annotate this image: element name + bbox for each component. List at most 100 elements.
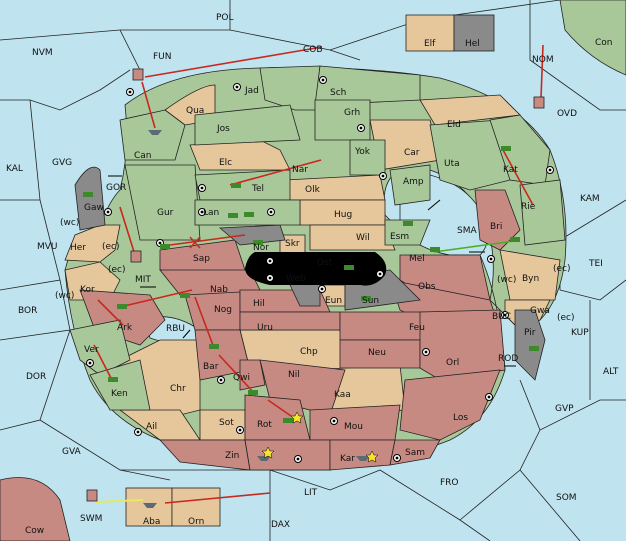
- region-tel[interactable]: [194, 169, 291, 201]
- retreat-markers: [86, 68, 545, 502]
- label-pol: POL: [216, 13, 234, 23]
- label-uta: Uta: [444, 159, 460, 169]
- black-lake: [245, 252, 387, 286]
- canal-arrows: [108, 175, 516, 367]
- label-elc: Elc: [219, 158, 232, 168]
- label-eld: Eld: [447, 120, 461, 130]
- label-zin: Zin: [225, 451, 239, 461]
- region-sam[interactable]: [389, 439, 441, 466]
- label-gwa: Gwa: [530, 306, 550, 316]
- region-jad[interactable]: [259, 65, 321, 111]
- label-hug: Hug: [334, 210, 352, 220]
- label-her-ec: (ec): [102, 242, 120, 252]
- label-sam: Sam: [405, 448, 425, 458]
- label-nvm: NVM: [32, 48, 53, 58]
- label-chp: Chp: [300, 347, 318, 357]
- label-orn: Orn: [188, 517, 204, 527]
- label-esm: Esm: [390, 232, 409, 242]
- label-orl: Orl: [446, 358, 459, 368]
- region-los[interactable]: [399, 369, 501, 441]
- label-mit: MIT: [135, 275, 151, 285]
- label-nil: Nil: [288, 370, 300, 380]
- label-ver: Ver: [84, 345, 99, 355]
- label-lit: LIT: [304, 488, 318, 498]
- label-sma: SMA: [457, 226, 477, 236]
- region-amp[interactable]: [389, 164, 431, 206]
- label-rod: ROD: [498, 354, 518, 364]
- label-feu: Feu: [409, 323, 425, 333]
- label-con: Con: [595, 38, 613, 48]
- label-mou: Mou: [344, 422, 363, 432]
- label-kaa: Kaa: [334, 390, 351, 400]
- region-pir[interactable]: [514, 309, 546, 381]
- region-gray-nor: [218, 224, 286, 246]
- region-rie[interactable]: [519, 179, 566, 246]
- label-kor-ec: (ec): [108, 265, 126, 275]
- label-obs: Obs: [418, 282, 436, 292]
- armies[interactable]: [83, 146, 539, 423]
- label-rot: Rot: [257, 420, 272, 430]
- fleets[interactable]: [143, 130, 370, 508]
- label-amp: Amp: [403, 177, 424, 187]
- label-her: Her: [70, 243, 86, 253]
- label-tei: TEI: [588, 259, 603, 269]
- label-alt: ALT: [603, 367, 619, 377]
- sea-labels: POL NVM FUN COB NOM OVD KAL GVG GOR MVU …: [6, 13, 619, 530]
- region-cow[interactable]: [0, 477, 71, 541]
- label-ovd: OVD: [557, 109, 577, 119]
- label-her-wc: (wc): [60, 218, 79, 228]
- label-som: SOM: [556, 493, 577, 503]
- label-wil: Wil: [356, 233, 370, 243]
- region-sch[interactable]: [314, 65, 421, 106]
- label-gaw: Gaw: [84, 203, 104, 213]
- label-dor: DOR: [26, 372, 46, 382]
- label-eun: Eun: [325, 296, 342, 306]
- label-nar: Nar: [292, 165, 308, 175]
- label-rie: Rie: [521, 202, 536, 212]
- label-gur: Gur: [157, 208, 174, 218]
- region-grh[interactable]: [314, 99, 371, 141]
- region-byn[interactable]: [499, 249, 561, 301]
- label-tel: Tel: [251, 184, 264, 194]
- region-ken[interactable]: [89, 359, 151, 411]
- label-elf: Elf: [424, 39, 436, 49]
- region-gaw[interactable]: [74, 166, 106, 231]
- label-byn-ec: (ec): [553, 264, 571, 274]
- label-mel: Mel: [409, 254, 425, 264]
- label-nom: NOM: [532, 55, 554, 65]
- region-qwi[interactable]: [239, 359, 266, 391]
- label-car: Car: [404, 148, 420, 158]
- region-gur[interactable]: [124, 164, 201, 241]
- order-arrows: [93, 44, 544, 504]
- label-gwa-ec: (ec): [557, 313, 575, 323]
- dislodge-stars: [261, 411, 379, 463]
- convoy-arrow: [94, 499, 144, 503]
- region-kor[interactable]: [64, 261, 121, 301]
- label-hel: Hel: [465, 39, 480, 49]
- label-uru: Uru: [257, 323, 273, 333]
- label-ost: Ost: [317, 258, 333, 268]
- label-dax: DAX: [271, 520, 290, 530]
- region-orn[interactable]: [171, 487, 221, 527]
- label-nor: Nor: [253, 243, 269, 253]
- region-wil[interactable]: [309, 224, 396, 251]
- support-arrow: [433, 240, 515, 253]
- label-aba: Aba: [143, 517, 160, 527]
- region-hel[interactable]: [453, 14, 495, 52]
- region-zin-east[interactable]: [244, 439, 331, 471]
- label-kar: Kar: [340, 454, 355, 464]
- label-fro: FRO: [440, 478, 459, 488]
- region-jos[interactable]: [194, 104, 301, 146]
- label-nog: Nog: [214, 305, 232, 315]
- region-yok[interactable]: [349, 139, 386, 176]
- label-bar: Bar: [203, 362, 219, 372]
- region-esm[interactable]: [384, 219, 431, 246]
- label-swm: SWM: [80, 514, 102, 524]
- region-uta[interactable]: [429, 119, 511, 191]
- label-qwi: Qwi: [233, 373, 250, 383]
- label-pir: Pir: [524, 328, 536, 338]
- region-uru[interactable]: [239, 311, 341, 331]
- label-mvu: MVU: [37, 242, 58, 252]
